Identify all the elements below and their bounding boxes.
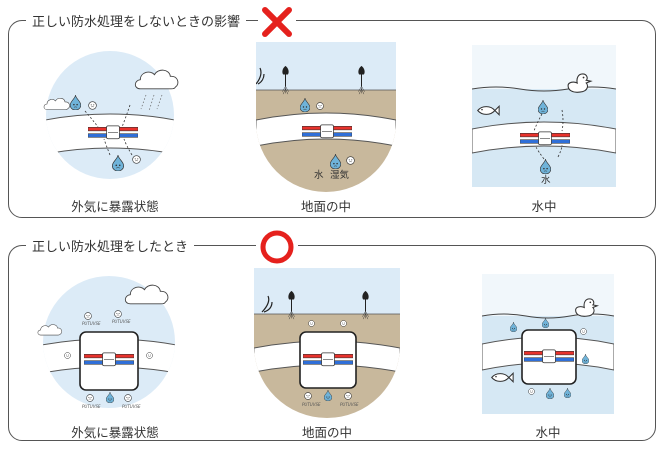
svg-text:PUTUVSE: PUTUVSE bbox=[122, 404, 141, 409]
scene-outdoor-bad bbox=[43, 51, 179, 179]
scene-outdoor-good: PUTUVSE PUTUVSE PUTUVSE PUTUVSE bbox=[37, 276, 175, 409]
circle-icon bbox=[256, 229, 298, 265]
scene-ground-bad: 水 湿気 bbox=[256, 42, 396, 192]
humidity-icon bbox=[84, 312, 92, 320]
panel-bad bbox=[8, 20, 656, 218]
scene-ground-good: PUTUVSE PUTUVSE bbox=[254, 268, 400, 418]
caption-water-bad: 水中 bbox=[531, 199, 557, 214]
svg-text:PUTUVSE: PUTUVSE bbox=[340, 402, 359, 407]
label-water: 水 bbox=[541, 174, 551, 186]
humidity-icon bbox=[132, 155, 141, 164]
humidity-icon bbox=[86, 394, 94, 402]
humidity-icon bbox=[308, 320, 315, 327]
humidity-icon bbox=[304, 392, 312, 400]
svg-text:PUTUVSE: PUTUVSE bbox=[112, 319, 131, 324]
caption-outdoor-good: 外気に暴露状態 bbox=[71, 425, 159, 440]
caption-ground-good: 地面の中 bbox=[301, 425, 352, 440]
humidity-icon bbox=[340, 320, 347, 327]
humidity-icon bbox=[146, 352, 153, 359]
panel-good bbox=[8, 245, 656, 441]
humidity-icon bbox=[316, 102, 324, 110]
cross-icon bbox=[258, 6, 296, 38]
scene-water-bad: 水 bbox=[472, 45, 616, 187]
humidity-icon bbox=[64, 352, 71, 359]
caption-ground-bad: 地面の中 bbox=[300, 199, 351, 214]
caption-outdoor-bad: 外気に暴露状態 bbox=[71, 199, 159, 214]
humidity-icon bbox=[346, 156, 355, 165]
scene-water-good bbox=[482, 274, 614, 414]
humidity-icon bbox=[124, 394, 132, 402]
svg-text:PUTUVSE: PUTUVSE bbox=[82, 404, 101, 409]
label-humidity: 湿気 bbox=[330, 169, 350, 181]
heading-good: 正しい防水処理をしたとき bbox=[26, 236, 195, 255]
caption-water-good: 水中 bbox=[535, 425, 561, 440]
svg-text:PUTUVSE: PUTUVSE bbox=[82, 321, 101, 326]
humidity-icon bbox=[528, 388, 535, 395]
label-water: 水 bbox=[314, 169, 324, 181]
svg-text:PUTUVSE: PUTUVSE bbox=[302, 402, 321, 407]
humidity-icon bbox=[88, 101, 97, 110]
humidity-icon bbox=[580, 328, 587, 335]
humidity-icon bbox=[114, 310, 122, 318]
heading-bad: 正しい防水処理をしないときの影響 bbox=[26, 11, 247, 30]
humidity-icon bbox=[344, 392, 352, 400]
